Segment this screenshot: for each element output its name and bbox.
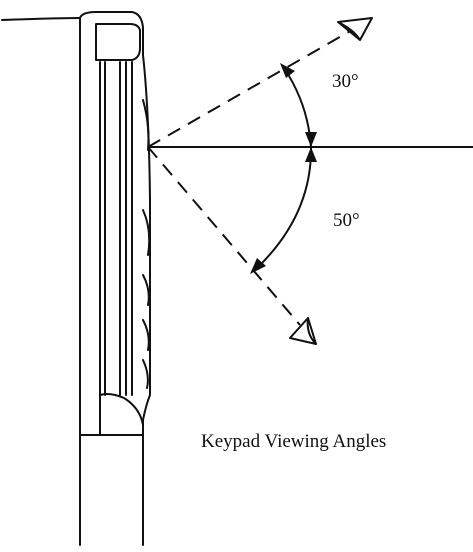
device-inner-rail: [99, 61, 133, 396]
device-top-cap: [95, 23, 141, 61]
angle-label-upper: 30°: [332, 71, 359, 92]
arrowhead-upper-bottom: [305, 132, 317, 147]
arrowhead-lower-bottom: [250, 258, 266, 274]
lower-angle-arc: [254, 146, 313, 271]
arrowhead-upper-top: [280, 63, 295, 78]
keypad-device-side-view: [1, 11, 151, 546]
device-bottom-grip: [99, 393, 144, 436]
device-cable: [1, 17, 81, 21]
eye-icon: [289, 317, 317, 345]
lower-viewing-line: [147, 146, 301, 326]
angle-label-lower: 50°: [333, 210, 360, 231]
device-outer-body: [79, 11, 151, 546]
device-keypad-edge: [142, 99, 151, 389]
eye-icon: [337, 17, 373, 41]
viewing-lines: [147, 29, 473, 326]
angle-arrowheads: [250, 63, 317, 274]
angle-arcs: [254, 67, 313, 271]
diagram-caption: Keypad Viewing Angles: [201, 431, 386, 452]
arrowhead-lower-top: [305, 147, 317, 162]
upper-viewing-line: [147, 29, 353, 148]
